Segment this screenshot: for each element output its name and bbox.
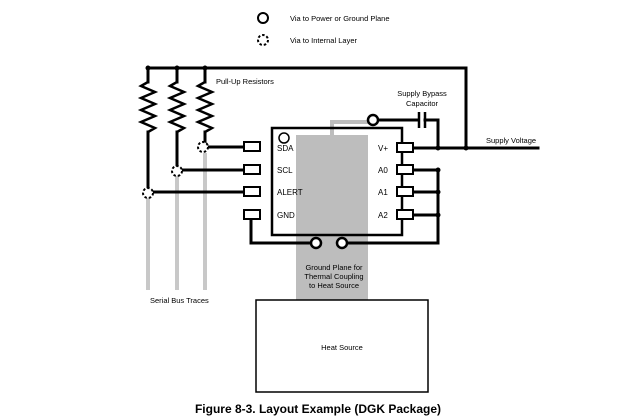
pin-label-a0: A0 xyxy=(378,166,388,175)
pin1-marker-icon xyxy=(278,132,290,144)
pin-label-alert: ALERT xyxy=(277,188,303,197)
pin-label-scl: SCL xyxy=(277,166,293,175)
internal-via-legend-icon xyxy=(257,34,269,46)
pcb-traces xyxy=(146,66,540,245)
figure-caption: Figure 8-3. Layout Example (DGK Package) xyxy=(195,402,441,416)
via-internal-alert xyxy=(142,187,154,199)
via-internal-scl xyxy=(171,165,183,177)
left-pads xyxy=(243,141,261,220)
ground-plane-label-line2: Thermal Coupling xyxy=(304,272,363,281)
ground-plane xyxy=(296,120,368,300)
via-ground-2 xyxy=(335,236,349,250)
power-via-legend-label: Via to Power or Ground Plane xyxy=(290,14,390,23)
bypass-label-line1: Supply Bypass xyxy=(397,89,447,98)
resistor-2 xyxy=(166,80,188,134)
pin-label-gnd: GND xyxy=(277,211,295,220)
resistor-3 xyxy=(194,80,216,134)
via-power-bypass xyxy=(366,113,380,127)
serial-bus-label: Serial Bus Traces xyxy=(150,296,209,305)
ground-plane-label-line3: to Heat Source xyxy=(309,281,359,290)
heat-source-box xyxy=(255,299,429,393)
internal-via-legend-label: Via to Internal Layer xyxy=(290,36,357,45)
pin-label-a1: A1 xyxy=(378,188,388,197)
internal-vias xyxy=(142,141,209,199)
right-pads xyxy=(396,142,414,220)
heat-source-label: Heat Source xyxy=(321,343,363,352)
via-ground-1 xyxy=(309,236,323,250)
pin-label-sda: SDA xyxy=(277,144,294,153)
supply-voltage-label: Supply Voltage xyxy=(486,136,536,145)
power-via-legend-icon xyxy=(257,12,269,24)
via-internal-sda xyxy=(197,141,209,153)
pin-label-vplus: V+ xyxy=(378,144,388,153)
ic-package xyxy=(270,126,404,237)
pullup-label: Pull-Up Resistors xyxy=(216,77,274,86)
bypass-capacitor xyxy=(417,112,427,128)
pull-up-resistors xyxy=(137,80,216,134)
bypass-label-line2: Capacitor xyxy=(406,99,439,108)
serial-bus-traces xyxy=(146,153,207,290)
power-vias xyxy=(309,113,380,250)
junction-dots xyxy=(145,65,469,218)
ground-plane-label-line1: Ground Plane for xyxy=(305,263,363,272)
resistor-1 xyxy=(137,80,159,134)
pin-label-a2: A2 xyxy=(378,211,388,220)
